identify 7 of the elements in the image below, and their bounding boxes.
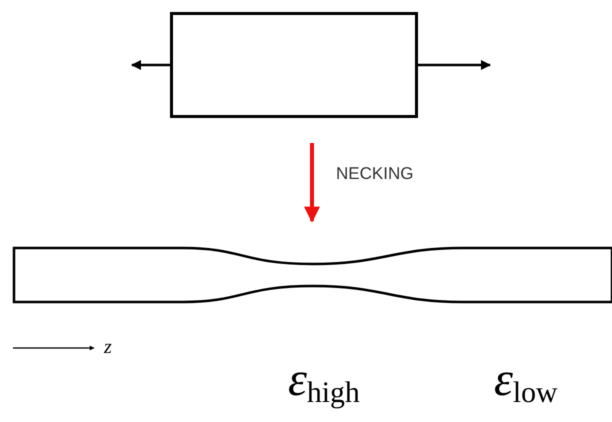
necked-specimen [13, 247, 612, 303]
strain-label: ε$_{low}$ [494, 352, 558, 407]
arrow [304, 143, 320, 223]
rectangular-block [170, 12, 418, 118]
edge-label: NECKING [336, 164, 414, 184]
strain-label: ε$_{high}$ [288, 352, 360, 407]
axis-label: z [104, 336, 112, 359]
